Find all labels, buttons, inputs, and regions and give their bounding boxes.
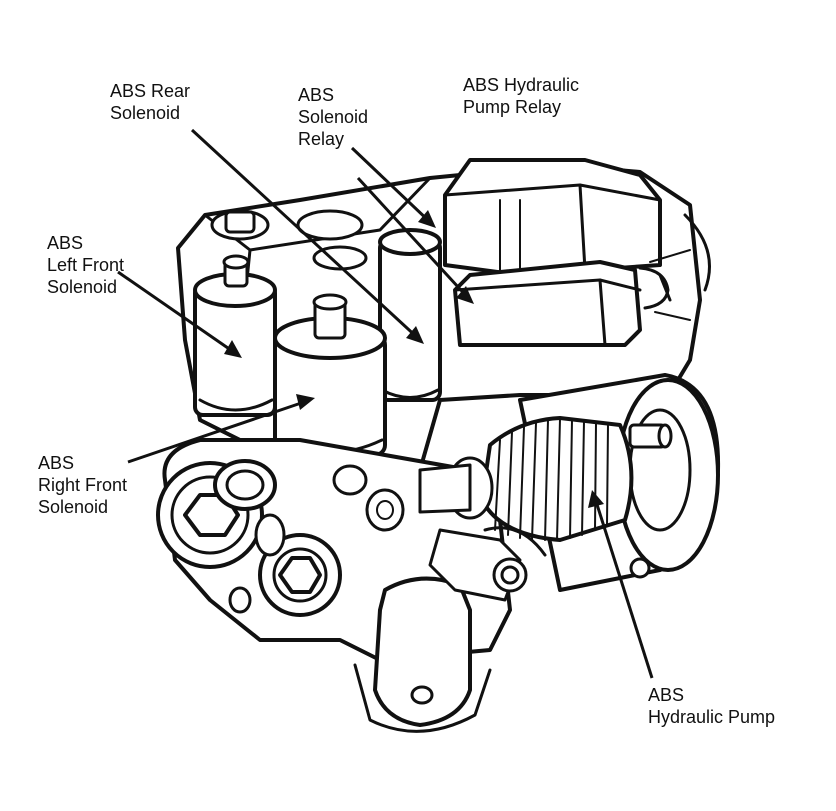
label-pump-relay: ABS Hydraulic Pump Relay	[463, 74, 579, 118]
relay-connector	[638, 213, 711, 321]
label-line: Left Front	[47, 255, 125, 275]
label-right-front-solenoid: ABS Right Front Solenoid	[38, 452, 127, 518]
solenoid-relay-box	[453, 260, 642, 347]
left-front-solenoid	[193, 254, 277, 417]
pump-relay-box	[443, 158, 662, 277]
label-line: Solenoid	[47, 277, 118, 297]
pump-armature	[418, 416, 634, 542]
label-line: ABS Hydraulic	[463, 75, 580, 95]
label-line: Right Front	[38, 475, 128, 495]
label-solenoid-relay: ABS Solenoid Relay	[298, 84, 368, 150]
label-left-front-solenoid: ABS Left Front Solenoid	[47, 232, 124, 298]
label-line: Pump Relay	[463, 97, 562, 117]
label-line: Solenoid	[38, 497, 109, 517]
pump-outlet-tube	[428, 526, 547, 602]
label-line: Solenoid	[110, 103, 181, 123]
reservoir-cup	[353, 576, 492, 733]
label-line: ABS Rear	[110, 81, 191, 101]
right-front-solenoid	[273, 293, 387, 457]
rear-solenoid	[378, 228, 442, 402]
leader-lines	[117, 128, 654, 679]
label-line: ABS	[38, 453, 75, 473]
label-line: ABS	[648, 685, 685, 705]
label-hydraulic-pump: ABS Hydraulic Pump	[648, 684, 775, 728]
label-line: ABS	[298, 85, 335, 105]
label-rear-solenoid: ABS Rear Solenoid	[110, 80, 190, 124]
label-line: Relay	[298, 129, 345, 149]
label-line: Hydraulic Pump	[648, 707, 776, 727]
label-line: ABS	[47, 233, 84, 253]
label-line: Solenoid	[298, 107, 369, 127]
